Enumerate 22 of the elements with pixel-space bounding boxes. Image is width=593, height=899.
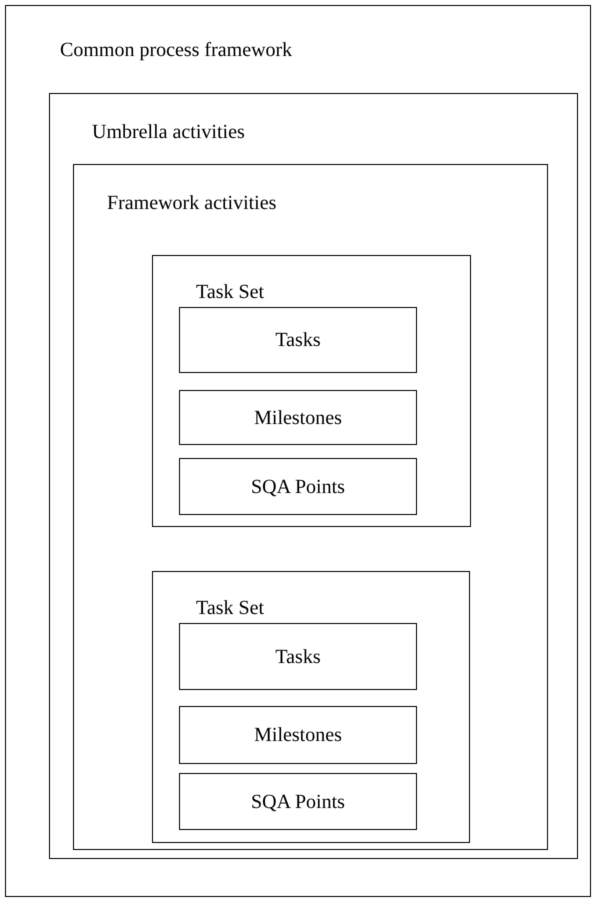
group-title: Task Set [196,596,264,620]
box-label: SQA Points [250,474,346,498]
box-label: SQA Points [250,790,346,814]
item-box [179,390,417,445]
group-box [152,255,471,527]
box-label: Tasks [274,328,322,352]
box-label: Tasks [274,644,322,668]
group-box [152,571,470,843]
group-title: Framework activities [107,191,276,215]
box-label: Milestones [253,406,343,430]
item-box [179,458,417,515]
group-title: Task Set [196,280,264,304]
group-box [73,164,548,850]
group-box [5,5,591,897]
group-title: Common process framework [60,38,292,62]
group-title: Umbrella activities [92,120,245,144]
item-box [179,623,417,690]
item-box [179,773,417,830]
group-box [49,93,578,859]
item-box [179,706,417,764]
box-label: Milestones [253,723,343,747]
item-box [179,307,417,373]
